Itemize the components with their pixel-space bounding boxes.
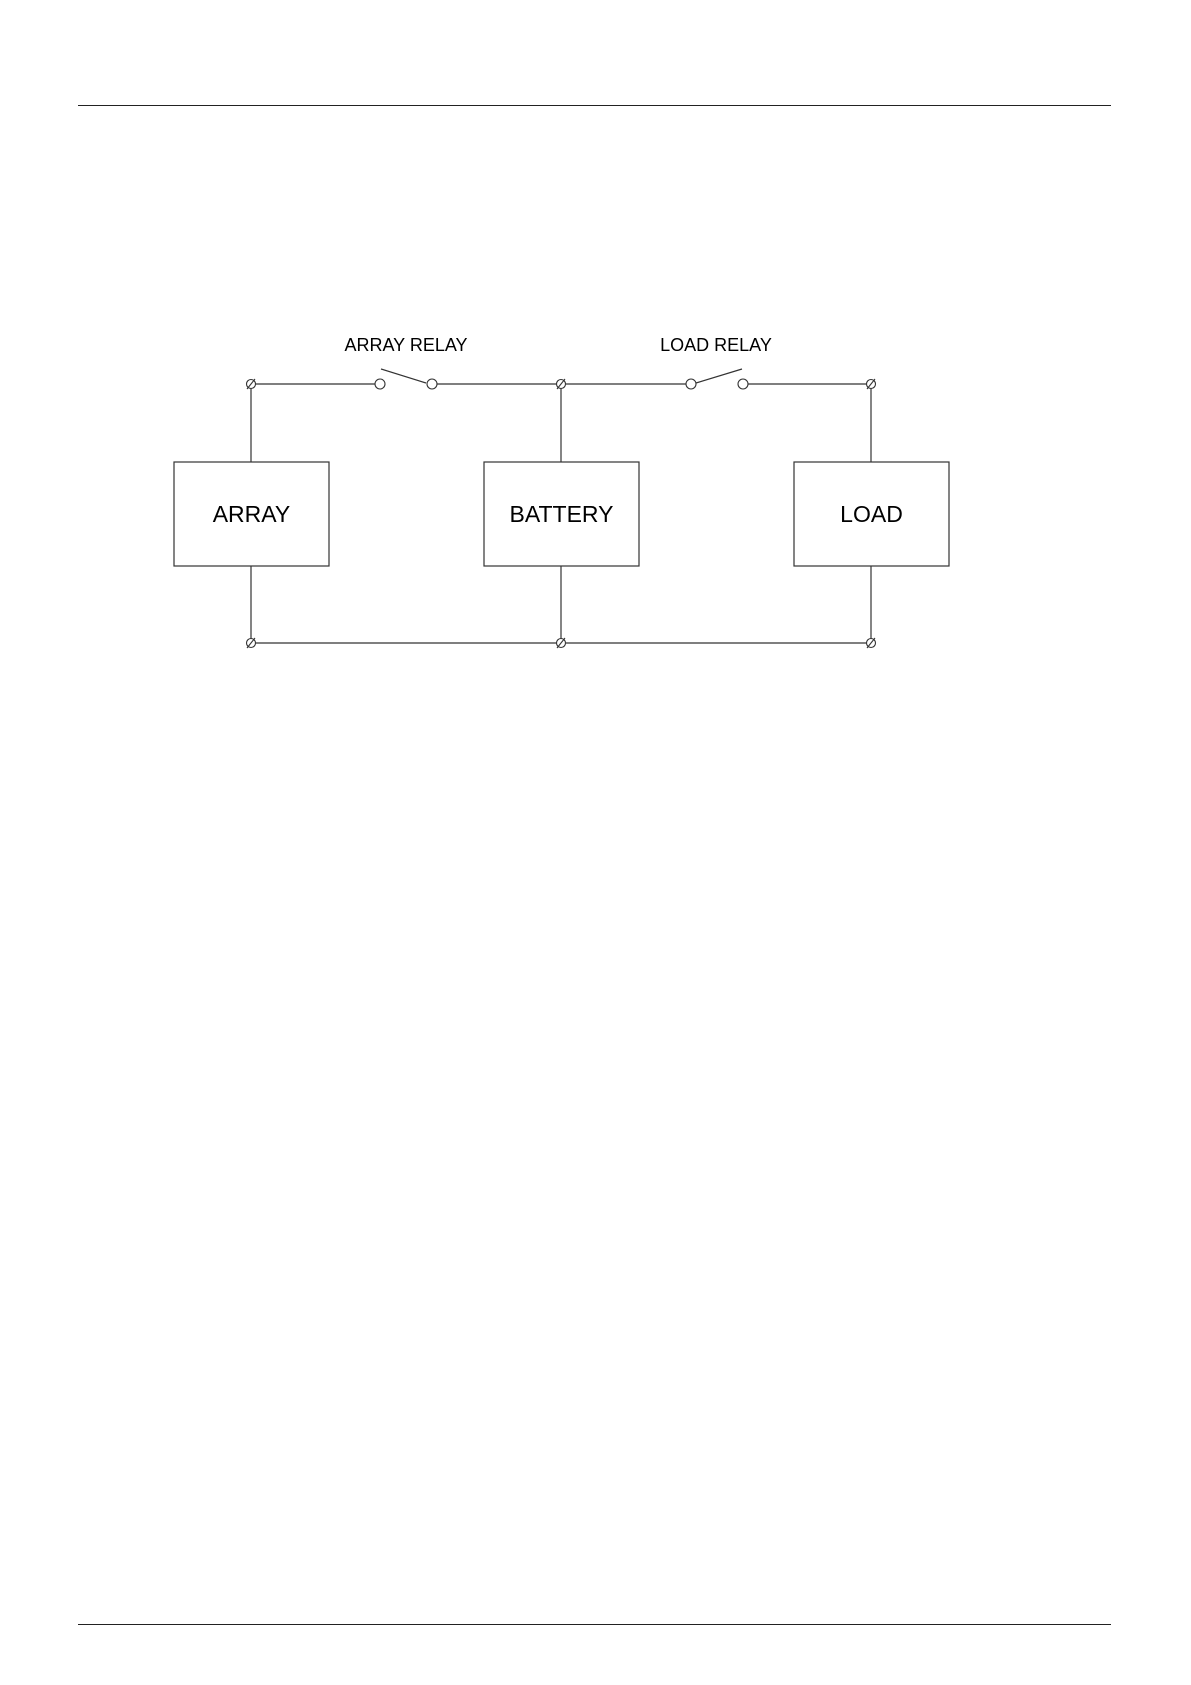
array-relay-blade xyxy=(381,369,426,383)
array-relay-contact-left xyxy=(375,379,385,389)
load-relay-contact-left xyxy=(686,379,696,389)
load-block: LOAD xyxy=(794,462,949,566)
junction-terminal-icon xyxy=(867,379,876,389)
battery-label: BATTERY xyxy=(510,501,614,527)
load-label: LOAD xyxy=(840,501,903,527)
array-relay-switch: ARRAY RELAY xyxy=(344,335,467,389)
junction-terminal-icon xyxy=(247,638,256,648)
array-block: ARRAY xyxy=(174,462,329,566)
load-relay-contact-right xyxy=(738,379,748,389)
junction-terminal-icon xyxy=(557,638,566,648)
array-relay-label: ARRAY RELAY xyxy=(344,335,467,355)
junction-terminal-icon xyxy=(867,638,876,648)
load-relay-switch: LOAD RELAY xyxy=(660,335,772,389)
load-relay-label: LOAD RELAY xyxy=(660,335,772,355)
load-relay-blade xyxy=(696,369,742,383)
array-relay-contact-right xyxy=(427,379,437,389)
array-label: ARRAY xyxy=(213,501,291,527)
junction-terminal-icon xyxy=(557,379,566,389)
junction-terminal-icon xyxy=(247,379,256,389)
battery-block: BATTERY xyxy=(484,462,639,566)
